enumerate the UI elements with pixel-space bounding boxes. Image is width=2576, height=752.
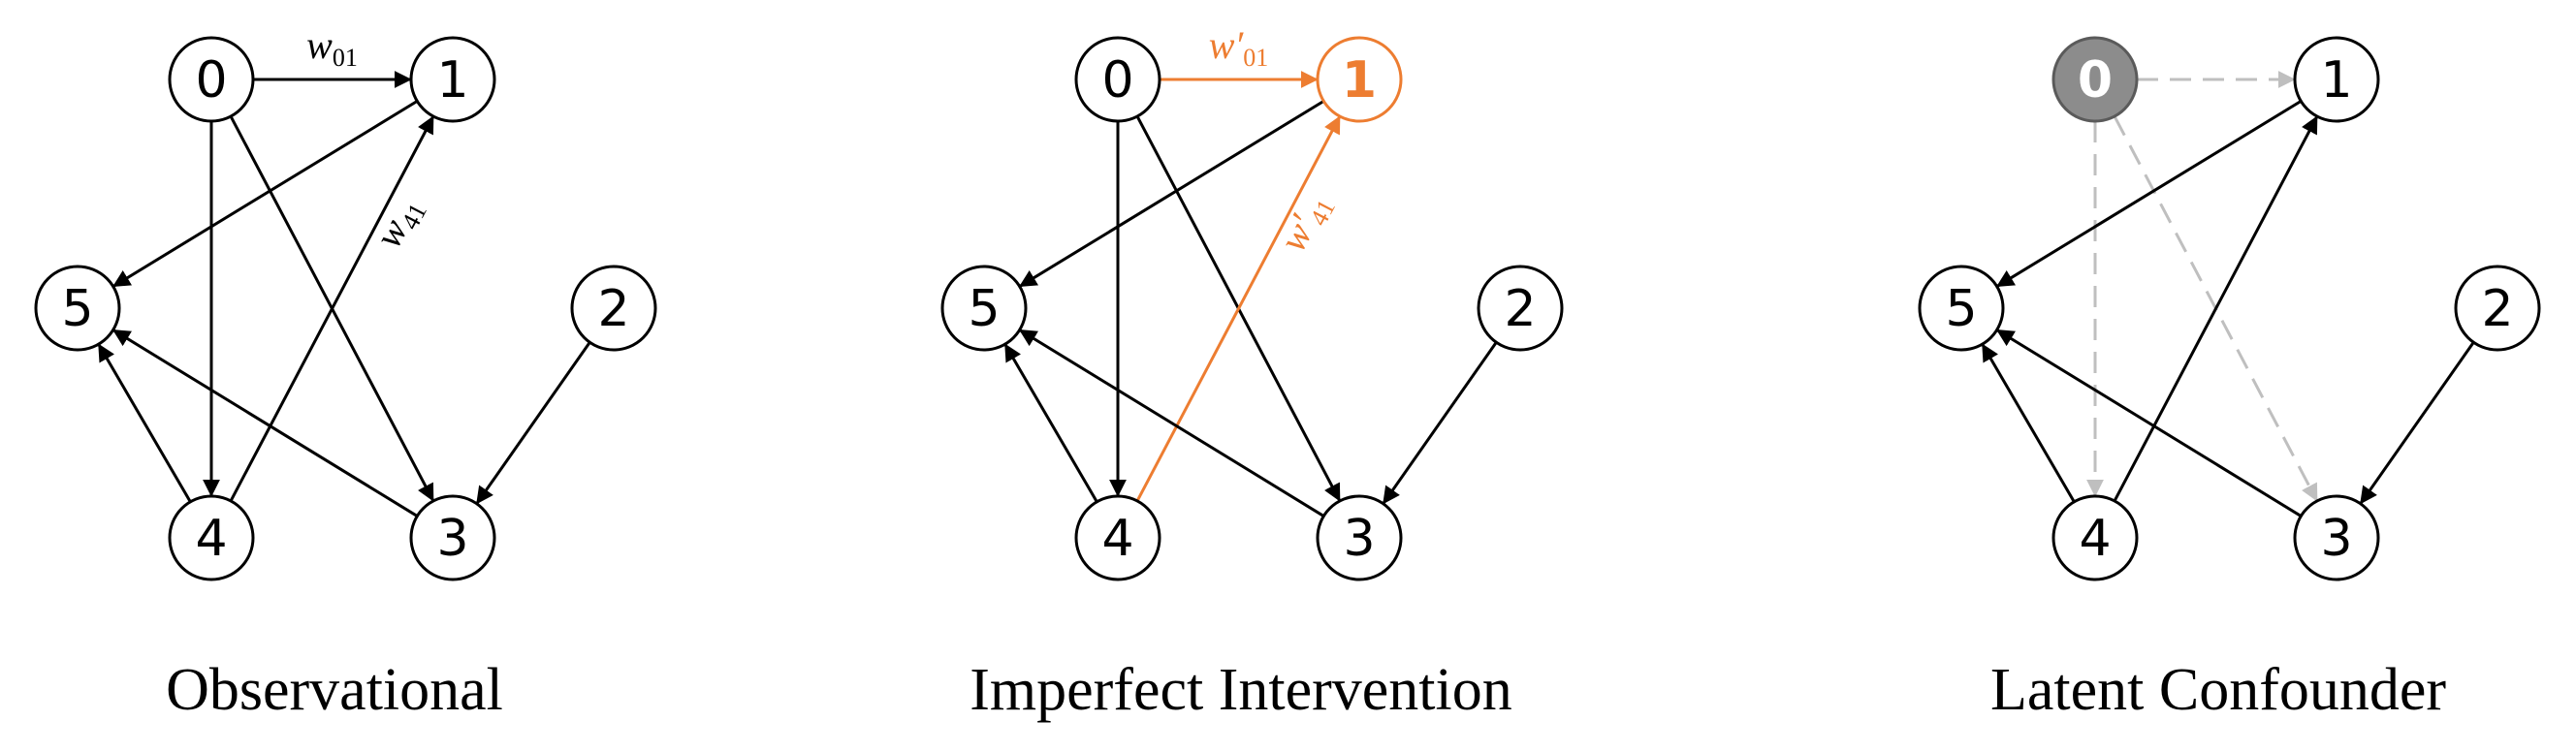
node-circle bbox=[1074, 36, 1161, 123]
node-2: 2 bbox=[2454, 265, 2541, 352]
node-circle bbox=[2051, 36, 2139, 123]
edge-label-0-1: w′01 bbox=[1209, 23, 1268, 72]
node-label: 4 bbox=[195, 510, 227, 568]
node-label: 4 bbox=[2079, 510, 2111, 568]
node-circle bbox=[1918, 265, 2005, 352]
node-2: 2 bbox=[570, 265, 657, 352]
node-5: 5 bbox=[940, 265, 1028, 352]
edge-3-to-5 bbox=[111, 329, 419, 517]
node-0: 0 bbox=[2051, 36, 2139, 123]
edge-label-0-1: w01 bbox=[306, 23, 358, 72]
node-label: 2 bbox=[2481, 280, 2513, 338]
node-5: 5 bbox=[1918, 265, 2005, 352]
edge-label-weight: w′ bbox=[1209, 23, 1245, 67]
node-1: 1 bbox=[2293, 36, 2380, 123]
node-2: 2 bbox=[1477, 265, 1564, 352]
node-circle bbox=[570, 265, 657, 352]
edge-1-to-5 bbox=[1996, 100, 2303, 288]
node-label: 5 bbox=[1945, 280, 1977, 338]
node-circle bbox=[168, 494, 255, 581]
caption-latent-confounder: Latent Confounder bbox=[1990, 657, 2446, 723]
node-1: 1 bbox=[1316, 36, 1403, 123]
edge-label-4-1: w′41 bbox=[1270, 185, 1341, 261]
edge-label-subscript: 01 bbox=[1243, 44, 1268, 72]
node-label: 5 bbox=[968, 280, 1000, 338]
edge-4-to-1 bbox=[229, 115, 434, 502]
node-label: 0 bbox=[1101, 51, 1133, 110]
node-label: 3 bbox=[436, 510, 468, 568]
node-circle bbox=[409, 36, 496, 123]
node-circle bbox=[1477, 265, 1564, 352]
node-label: 1 bbox=[436, 51, 468, 110]
edge-4-to-5 bbox=[97, 343, 192, 503]
edge-2-to-3 bbox=[476, 341, 591, 505]
node-4: 4 bbox=[168, 494, 255, 581]
node-label: 0 bbox=[2078, 51, 2113, 110]
node-5: 5 bbox=[34, 265, 121, 352]
edge-4-to-5 bbox=[1003, 343, 1098, 503]
node-circle bbox=[940, 265, 1028, 352]
node-circle bbox=[2293, 494, 2380, 581]
node-circle bbox=[1316, 494, 1403, 581]
node-label: 1 bbox=[2320, 51, 2352, 110]
node-0: 0 bbox=[168, 36, 255, 123]
node-label: 4 bbox=[1101, 510, 1133, 568]
node-circle bbox=[1316, 36, 1403, 123]
node-label: 2 bbox=[597, 280, 629, 338]
caption-imperfect-intervention: Imperfect Intervention bbox=[970, 657, 1511, 723]
node-circle bbox=[2051, 494, 2139, 581]
edge-label-4-1: w41 bbox=[366, 189, 432, 257]
caption-observational: Observational bbox=[166, 657, 503, 723]
node-label: 1 bbox=[1342, 51, 1377, 110]
edge-1-to-5 bbox=[1019, 100, 1325, 288]
node-label: 2 bbox=[1504, 280, 1536, 338]
node-circle bbox=[168, 36, 255, 123]
node-3: 3 bbox=[2293, 494, 2380, 581]
edge-label-subscript: 01 bbox=[333, 44, 358, 72]
node-circle bbox=[1074, 494, 1161, 581]
node-3: 3 bbox=[1316, 494, 1403, 581]
node-circle bbox=[409, 494, 496, 581]
edge-2-to-3 bbox=[2360, 341, 2475, 505]
node-circle bbox=[2454, 265, 2541, 352]
panel-latent-confounder: 0 1 2 3 4 5 bbox=[1918, 36, 2541, 581]
node-circle bbox=[34, 265, 121, 352]
node-1: 1 bbox=[409, 36, 496, 123]
edge-3-to-5 bbox=[1995, 329, 2303, 517]
edge-1-to-5 bbox=[112, 100, 419, 288]
edge-4-to-1 bbox=[2113, 115, 2318, 502]
node-label: 0 bbox=[195, 51, 227, 110]
node-3: 3 bbox=[409, 494, 496, 581]
edge-3-to-5 bbox=[1018, 329, 1325, 517]
edge-2-to-3 bbox=[1383, 341, 1498, 505]
node-label: 5 bbox=[61, 280, 93, 338]
edge-4-to-1 bbox=[1135, 115, 1341, 502]
node-0: 0 bbox=[1074, 36, 1161, 123]
node-label: 3 bbox=[2320, 510, 2352, 568]
node-circle bbox=[2293, 36, 2380, 123]
edge-4-to-5 bbox=[1981, 343, 2076, 503]
node-4: 4 bbox=[2051, 494, 2139, 581]
node-label: 3 bbox=[1343, 510, 1375, 568]
node-4: 4 bbox=[1074, 494, 1161, 581]
edge-label-weight: w bbox=[306, 23, 333, 67]
